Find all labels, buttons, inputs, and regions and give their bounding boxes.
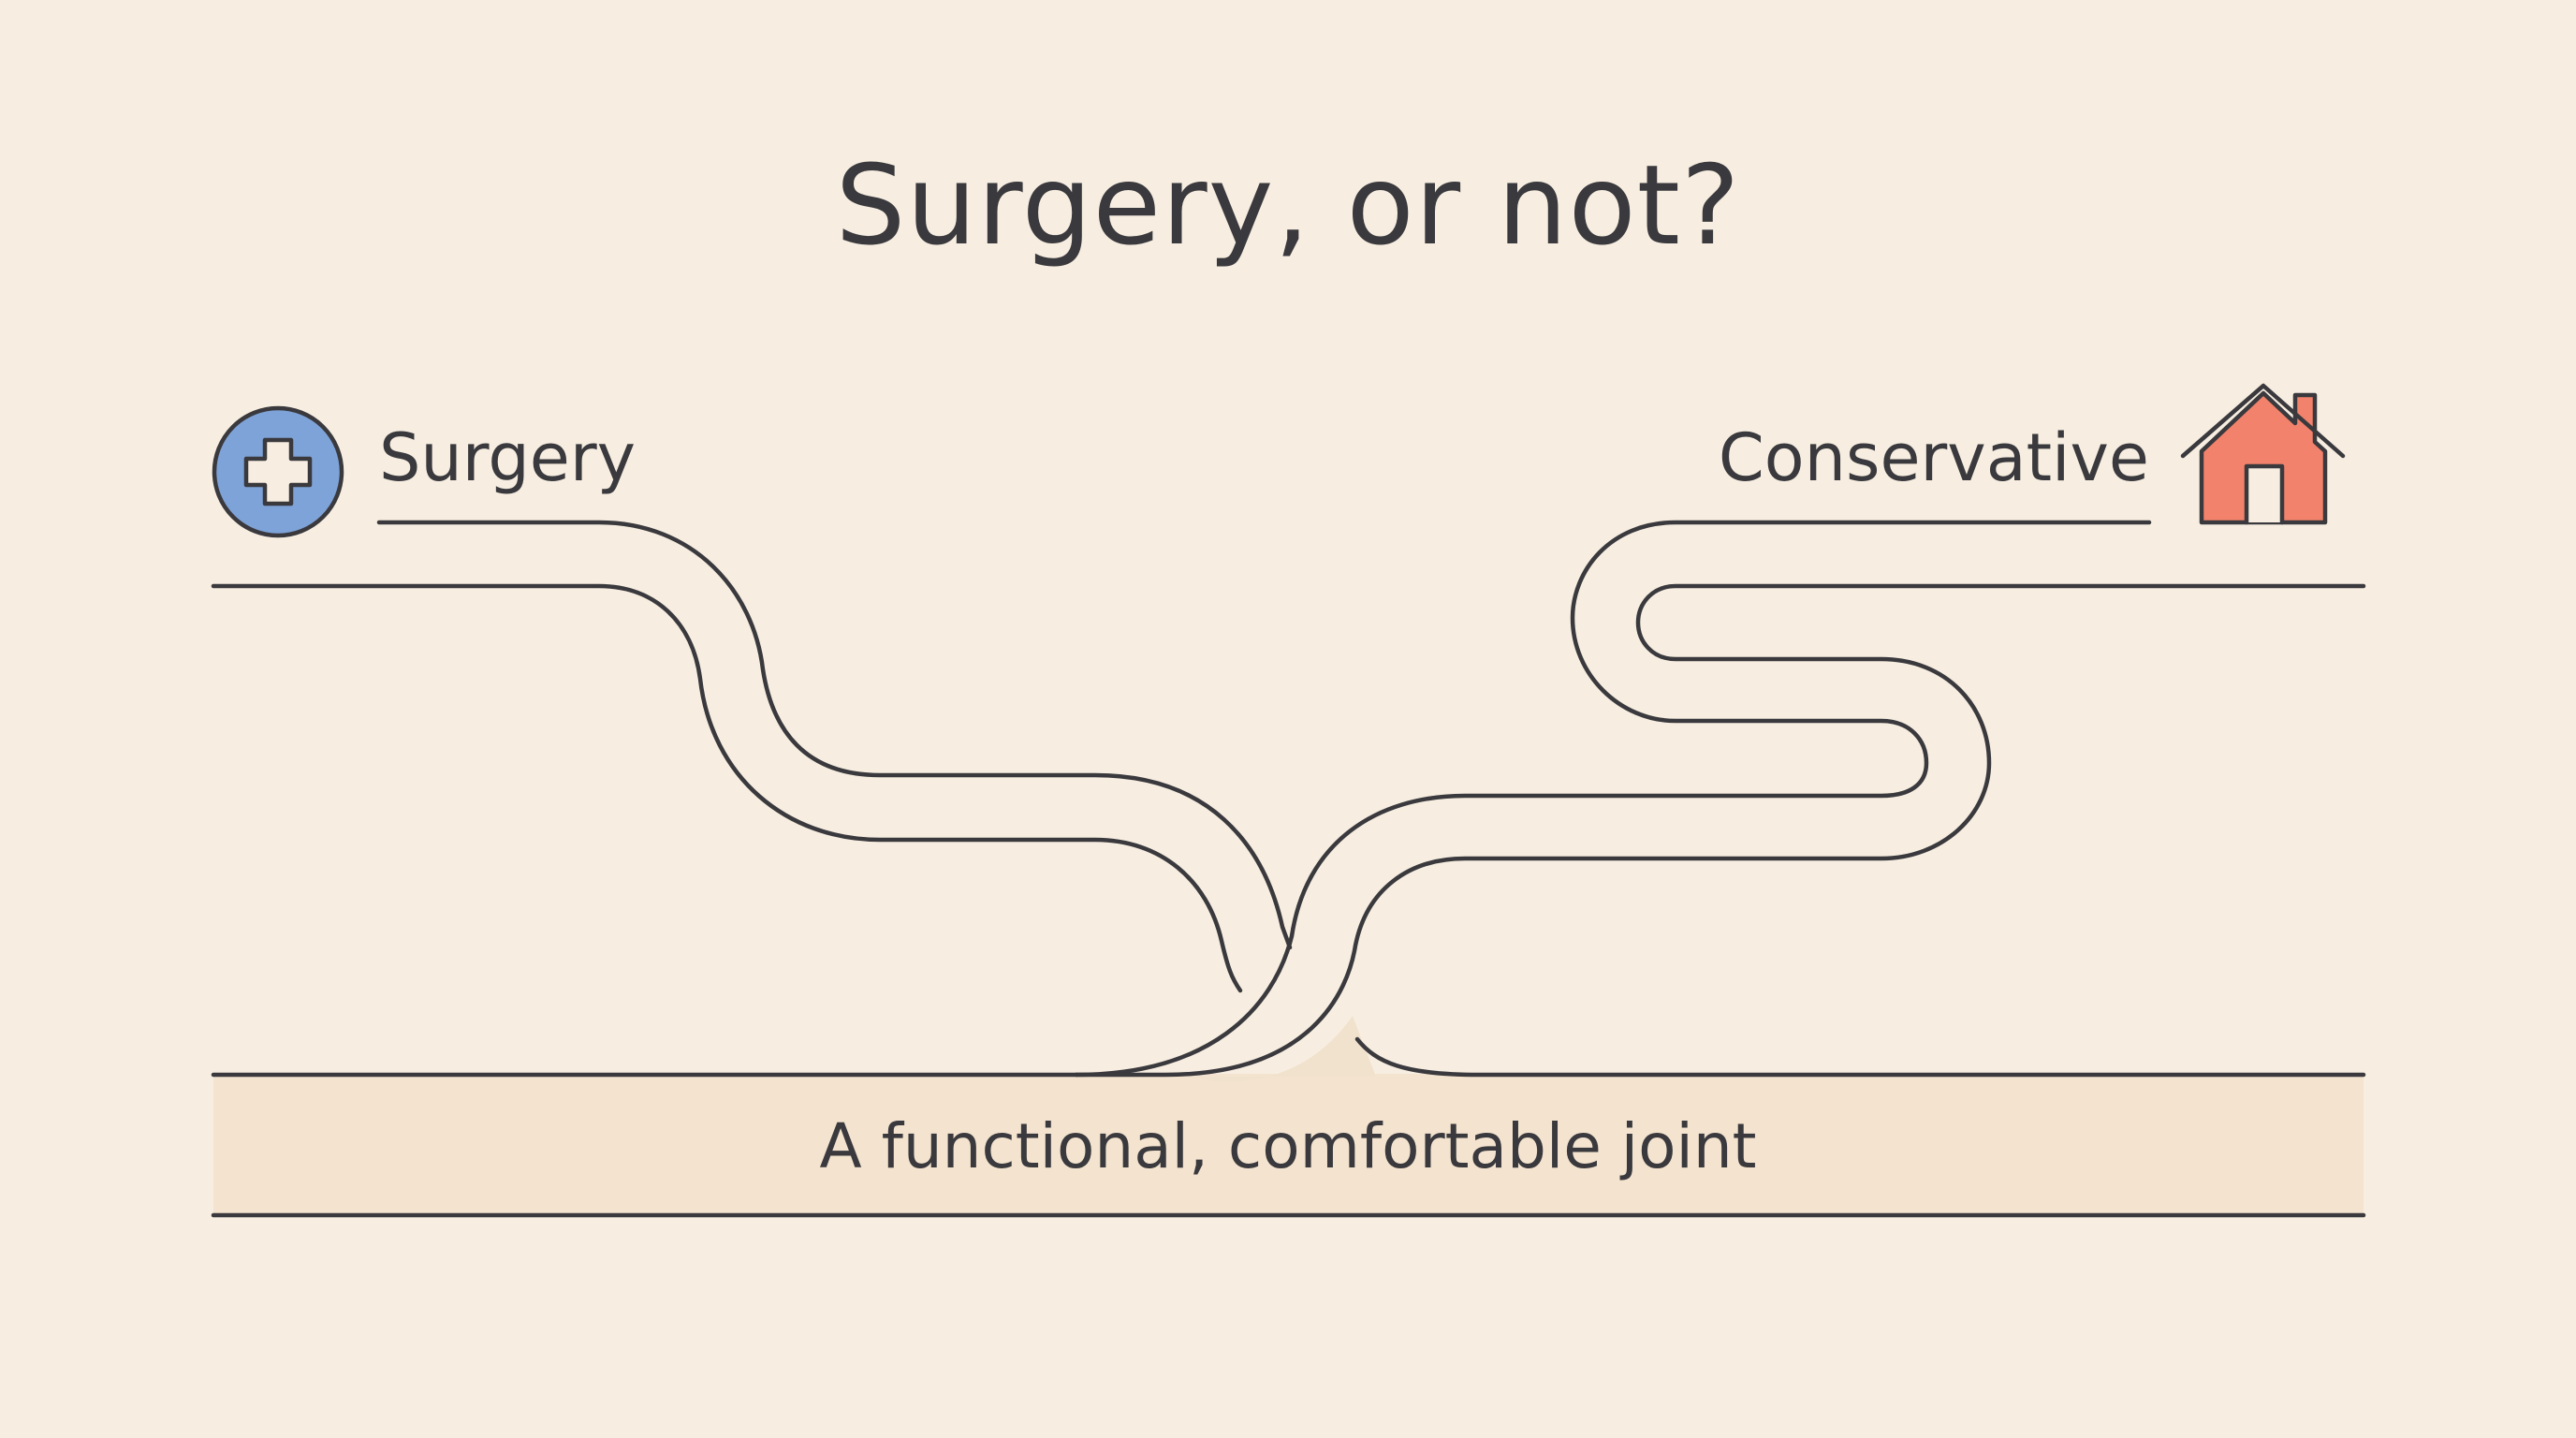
diagram-title: Surgery, or not? [835, 140, 1741, 270]
conservative-road-inner-edge [1074, 583, 2366, 1078]
conservative-path-label: Conservative [1718, 419, 2149, 496]
medical-cross-icon [212, 405, 344, 538]
goal-band [213, 1074, 2364, 1214]
merge-glow [1189, 1016, 1376, 1082]
surgery-road-upper-edge [376, 520, 1293, 950]
goal-band-top-line [211, 1036, 2366, 1078]
conservative-road-outer-edge [1074, 520, 2152, 1078]
surgery-road-lower-edge [211, 583, 1243, 993]
house-icon [2180, 383, 2346, 525]
goal-label: A functional, comfortable joint [819, 1110, 1757, 1182]
surgery-path-label: Surgery [379, 419, 637, 496]
